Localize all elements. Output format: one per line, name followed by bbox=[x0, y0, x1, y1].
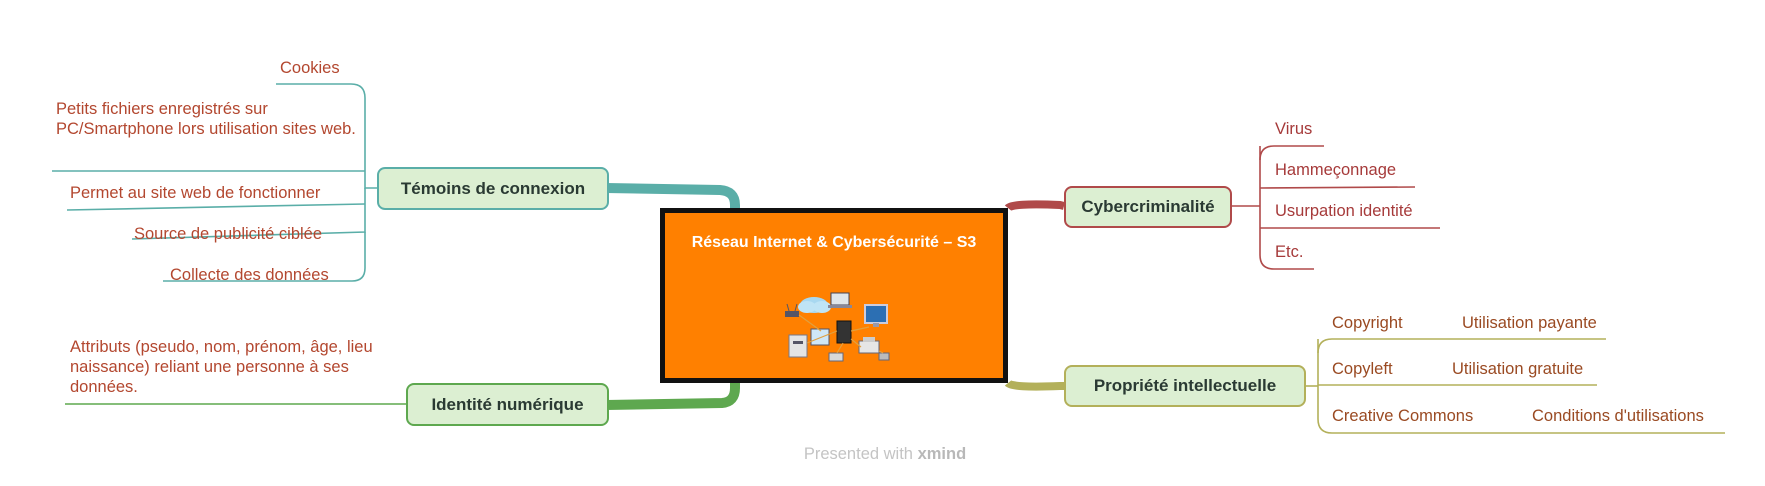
connector-temoins bbox=[605, 183, 740, 208]
topic-label: Identité numérique bbox=[431, 394, 584, 414]
cyber-branch-lines bbox=[1230, 145, 1440, 270]
leaf-utilisation-gratuite[interactable]: Utilisation gratuite bbox=[1452, 360, 1584, 378]
connector-propriete bbox=[1004, 379, 1064, 391]
leaf-petits-fichiers[interactable]: Petits fichiers enregistrés sur PC/Smart… bbox=[56, 100, 356, 138]
central-topic[interactable]: Réseau Internet & Cybersécurité – S3 bbox=[660, 208, 1008, 383]
leaf-etc[interactable]: Etc. bbox=[1275, 243, 1304, 261]
xmind-brand: xmind bbox=[917, 445, 967, 463]
connector-identite bbox=[605, 383, 740, 410]
footer-prefix: Presented with bbox=[803, 445, 913, 463]
topic-label: Témoins de connexion bbox=[400, 178, 586, 198]
leaf-collecte-donnees[interactable]: Collecte des données bbox=[170, 266, 329, 284]
leaf-copyleft[interactable]: Copyleft bbox=[1332, 360, 1393, 378]
leaf-permet-fonctionner[interactable]: Permet au site web de fonctionner bbox=[70, 184, 321, 202]
leaf-creative-commons[interactable]: Creative Commons bbox=[1332, 407, 1474, 425]
topic-identite-numerique[interactable]: Identité numérique bbox=[406, 383, 609, 426]
central-title: Réseau Internet & Cybersécurité – S3 bbox=[691, 234, 977, 251]
topic-cybercriminalite[interactable]: Cybercriminalité bbox=[1064, 186, 1232, 228]
propriete-branch-lines bbox=[1306, 338, 1725, 434]
leaf-hammeconnage[interactable]: Hammeçonnage bbox=[1275, 161, 1397, 179]
leaf-copyright[interactable]: Copyright bbox=[1332, 314, 1403, 332]
connector-cyber bbox=[1004, 200, 1065, 212]
leaf-source-publicite[interactable]: Source de publicité ciblée bbox=[134, 225, 323, 243]
network-illustration-icon bbox=[785, 292, 890, 362]
leaf-conditions-utilisations[interactable]: Conditions d'utilisations bbox=[1532, 407, 1704, 425]
leaf-utilisation-payante[interactable]: Utilisation payante bbox=[1462, 314, 1597, 332]
leaf-usurpation[interactable]: Usurpation identité bbox=[1275, 202, 1413, 220]
presented-with-footer: Presented with xmind bbox=[760, 445, 1010, 464]
leaf-cookies[interactable]: Cookies bbox=[280, 59, 340, 77]
leaf-virus[interactable]: Virus bbox=[1275, 120, 1313, 138]
topic-temoins-de-connexion[interactable]: Témoins de connexion bbox=[377, 167, 609, 210]
temoins-branch-lines bbox=[52, 83, 377, 282]
topic-label: Propriété intellectuelle bbox=[1093, 376, 1277, 395]
leaf-attributs[interactable]: Attributs (pseudo, nom, prénom, âge, lie… bbox=[70, 338, 373, 396]
topic-propriete-intellectuelle[interactable]: Propriété intellectuelle bbox=[1064, 365, 1306, 407]
topic-label: Cybercriminalité bbox=[1081, 197, 1215, 216]
